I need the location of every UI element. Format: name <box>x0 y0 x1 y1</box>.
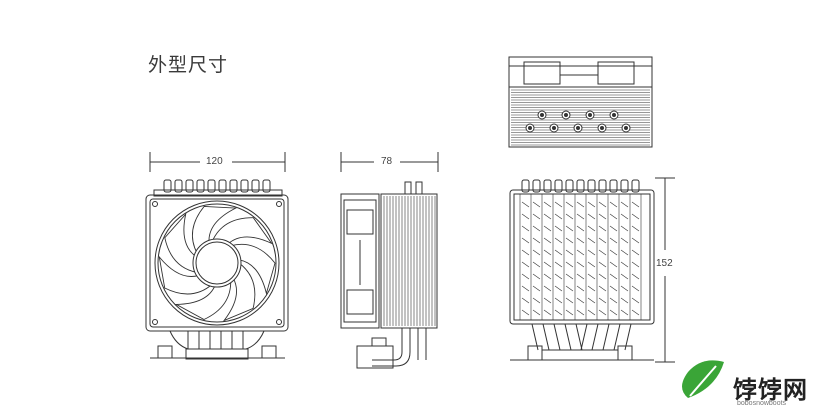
page-title: 外型尺寸 <box>148 54 229 76</box>
width-dimension-line <box>149 152 286 172</box>
width-dimension-label: 120 <box>206 156 223 167</box>
height-dimension-line <box>655 177 675 363</box>
side-view <box>340 181 438 369</box>
front-view <box>145 179 289 360</box>
back-view <box>509 179 655 361</box>
watermark-name: 饽饽网 <box>733 376 808 404</box>
depth-dimension-line <box>340 152 439 172</box>
top-view <box>508 56 653 148</box>
height-dimension-label: 152 <box>656 258 673 269</box>
watermark-logo <box>682 360 724 398</box>
watermark-url: bobosnowboots <box>737 400 787 407</box>
depth-dimension-label: 78 <box>381 156 393 167</box>
